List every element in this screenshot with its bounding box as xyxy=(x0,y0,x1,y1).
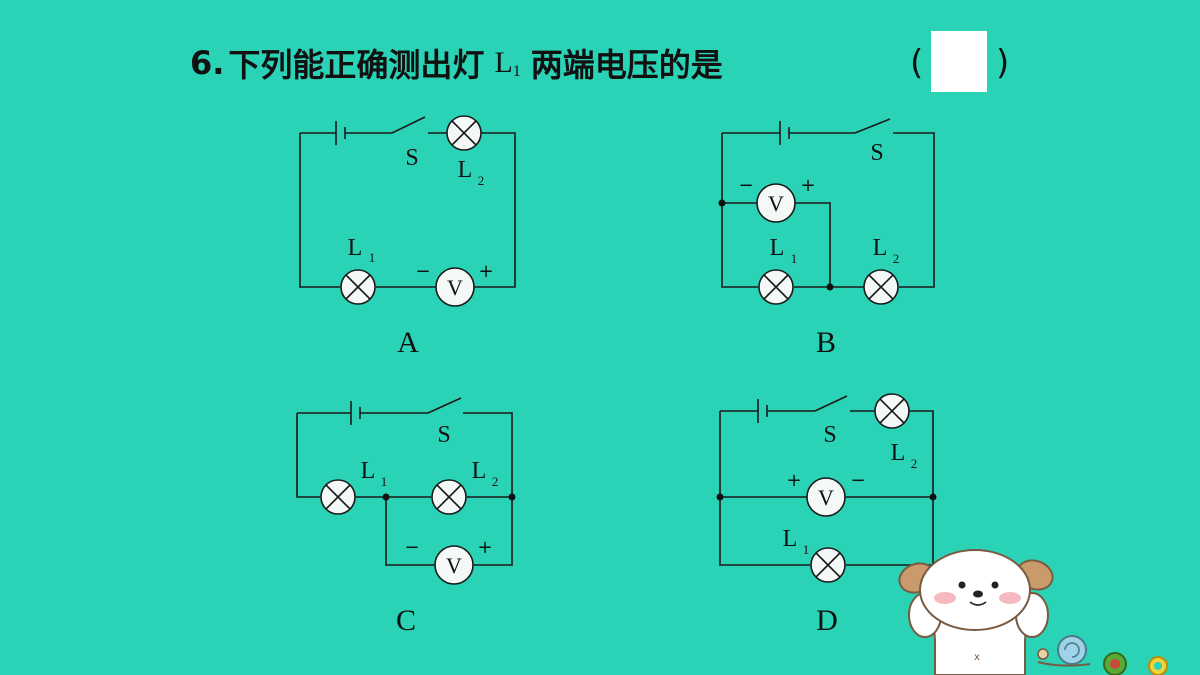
ring-decoration-icon xyxy=(1103,652,1168,675)
lamp-l2-icon xyxy=(446,115,482,151)
puppy-decoration-icon: x xyxy=(898,549,1054,675)
svg-text:−: − xyxy=(404,537,419,558)
svg-text:1: 1 xyxy=(803,542,810,557)
option-d: D xyxy=(816,604,838,637)
junction-dot xyxy=(718,199,726,207)
question-text-before: 下列能正确测出灯 xyxy=(228,46,485,84)
lamp-l1-icon xyxy=(340,269,376,305)
svg-text:−: − xyxy=(415,261,430,282)
lamp-symbol: L1 xyxy=(494,45,521,80)
svg-text:V: V xyxy=(447,275,463,300)
svg-text:1: 1 xyxy=(381,474,388,489)
svg-text:L: L xyxy=(458,157,473,183)
switch-icon xyxy=(854,118,891,134)
option-c: C xyxy=(396,604,416,637)
lamp-l2-icon xyxy=(863,269,899,305)
junction-dot xyxy=(716,493,724,501)
lamp-l2-icon xyxy=(874,393,910,429)
svg-text:+: + xyxy=(786,470,801,491)
svg-text:+: + xyxy=(478,261,493,282)
answer-box[interactable] xyxy=(931,31,987,92)
svg-text:S: S xyxy=(870,140,883,166)
lamp-l1-icon xyxy=(758,269,794,305)
svg-text:L: L xyxy=(348,235,363,261)
svg-text:1: 1 xyxy=(791,251,798,266)
svg-text:−: − xyxy=(738,175,753,196)
junction-dot xyxy=(826,283,834,291)
svg-text:S: S xyxy=(437,422,450,448)
question-text-after: 两端电压的是 xyxy=(530,46,723,84)
svg-text:+: + xyxy=(800,175,815,196)
switch-icon xyxy=(391,116,426,134)
circuit-a[interactable]: V − + S L 2 L 1 A xyxy=(299,115,516,359)
svg-text:V: V xyxy=(768,191,784,216)
lamp-l1-icon xyxy=(810,547,846,583)
svg-text:L: L xyxy=(783,526,798,552)
junction-dot xyxy=(508,493,516,501)
circuit-b[interactable]: V − + S L 1 L 2 B xyxy=(718,118,935,359)
junction-dot xyxy=(929,493,937,501)
switch-icon xyxy=(427,397,462,414)
voltmeter-icon xyxy=(434,545,474,585)
svg-text:2: 2 xyxy=(893,251,900,266)
svg-text:2: 2 xyxy=(478,173,485,188)
voltmeter-icon xyxy=(806,477,846,517)
svg-text:−: − xyxy=(850,470,865,491)
svg-text:L: L xyxy=(873,235,888,261)
option-b: B xyxy=(816,326,836,359)
circuit-c[interactable]: V − + S L 1 L 2 C xyxy=(296,397,516,637)
voltmeter-icon xyxy=(435,267,475,307)
option-a: A xyxy=(397,326,419,359)
svg-text:S: S xyxy=(823,422,836,448)
svg-text:L: L xyxy=(891,440,906,466)
switch-icon xyxy=(814,395,848,412)
svg-text:+: + xyxy=(477,537,492,558)
svg-text:V: V xyxy=(818,485,834,510)
svg-text:S: S xyxy=(405,145,418,171)
junction-dot xyxy=(382,493,390,501)
svg-text:V: V xyxy=(446,553,462,578)
svg-text:L: L xyxy=(472,458,487,484)
svg-text:2: 2 xyxy=(911,456,918,471)
svg-text:L: L xyxy=(770,235,785,261)
svg-text:x: x xyxy=(974,652,980,663)
svg-text:2: 2 xyxy=(492,474,499,489)
circuit-d[interactable]: V + − S L 2 L 1 D xyxy=(716,393,937,637)
voltmeter-icon xyxy=(756,183,796,223)
question-text: 6. 下列能正确测出灯 L1 两端电压的是 xyxy=(190,38,723,88)
lamp-l1-icon xyxy=(320,479,356,515)
paren-open: ( xyxy=(910,43,924,83)
question-number: 6. xyxy=(190,44,225,82)
svg-text:1: 1 xyxy=(369,250,376,265)
snail-decoration-icon xyxy=(1037,635,1091,667)
lamp-l2-icon xyxy=(431,479,467,515)
paren-close: ) xyxy=(996,43,1010,83)
svg-text:L: L xyxy=(361,458,376,484)
